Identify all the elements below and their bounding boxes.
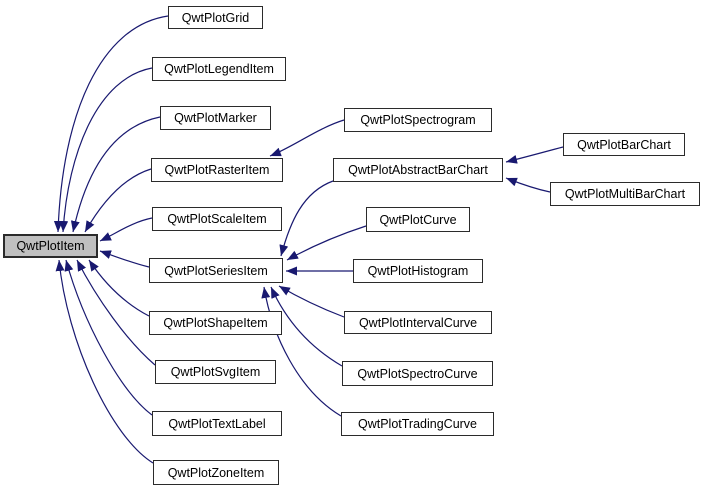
node-qwtplottradingcurve[interactable]: QwtPlotTradingCurve <box>341 412 494 436</box>
node-qwtplotintervalcurve[interactable]: QwtPlotIntervalCurve <box>344 311 492 334</box>
node-qwtplotmarker[interactable]: QwtPlotMarker <box>160 106 271 130</box>
edge-qwtplotabstractbarchart-to-qwtplotseriesitem <box>279 180 334 257</box>
edge-qwtplotlegenditem-to-qwtplotitem <box>59 67 153 233</box>
node-qwtplotlegenditem[interactable]: QwtPlotLegendItem <box>152 57 286 81</box>
node-qwtplotspectrogram[interactable]: QwtPlotSpectrogram <box>344 108 492 132</box>
node-qwtplotsvgitem[interactable]: QwtPlotSvgItem <box>155 360 276 384</box>
edge-qwtplotseriesitem-to-qwtplotitem <box>99 250 150 268</box>
node-qwtplotshapeitem[interactable]: QwtPlotShapeItem <box>149 311 282 335</box>
edge-qwtplotspectrocurve-to-qwtplotseriesitem <box>270 286 343 367</box>
edge-qwtplottradingcurve-to-qwtplotseriesitem <box>261 286 342 417</box>
edge-qwtplotscaleitem-to-qwtplotitem <box>99 217 153 242</box>
node-qwtplotitem: QwtPlotItem <box>3 234 98 258</box>
node-qwtplotrasteritem[interactable]: QwtPlotRasterItem <box>151 158 283 182</box>
node-qwtplotmultibarchart[interactable]: QwtPlotMultiBarChart <box>550 182 700 206</box>
node-qwtplottextlabel[interactable]: QwtPlotTextLabel <box>152 411 282 436</box>
node-qwtplotcurve[interactable]: QwtPlotCurve <box>366 207 470 232</box>
node-qwtplotzoneitem[interactable]: QwtPlotZoneItem <box>153 460 279 485</box>
edge-qwtplotcurve-to-qwtplotseriesitem <box>286 225 367 261</box>
edge-qwtplotgrid-to-qwtplotitem <box>53 15 169 233</box>
node-qwtplotabstractbarchart[interactable]: QwtPlotAbstractBarChart <box>333 158 503 182</box>
node-qwtplotspectrocurve[interactable]: QwtPlotSpectroCurve <box>342 361 493 386</box>
edge-qwtplottextlabel-to-qwtplotitem <box>64 259 153 416</box>
edge-qwtplotintervalcurve-to-qwtplotseriesitem <box>278 285 345 318</box>
edge-qwtplotrasteritem-to-qwtplotitem <box>84 168 152 233</box>
edge-qwtplotzoneitem-to-qwtplotitem <box>55 259 154 464</box>
edge-qwtplotshapeitem-to-qwtplotitem <box>88 259 150 317</box>
edge-qwtplotmarker-to-qwtplotitem <box>70 116 161 233</box>
edge-qwtplotbarchart-to-qwtplotabstractbarchart <box>505 146 564 164</box>
node-qwtplotscaleitem[interactable]: QwtPlotScaleItem <box>152 207 282 231</box>
edge-qwtplotsvgitem-to-qwtplotitem <box>76 259 156 366</box>
node-qwtplothistogram[interactable]: QwtPlotHistogram <box>353 259 483 283</box>
node-qwtplotseriesitem[interactable]: QwtPlotSeriesItem <box>149 258 283 283</box>
node-qwtplotgrid[interactable]: QwtPlotGrid <box>168 6 263 29</box>
node-qwtplotbarchart[interactable]: QwtPlotBarChart <box>563 133 685 156</box>
edge-qwtplotspectrogram-to-qwtplotrasteritem <box>269 119 345 157</box>
edge-qwtplotmultibarchart-to-qwtplotabstractbarchart <box>505 177 551 193</box>
